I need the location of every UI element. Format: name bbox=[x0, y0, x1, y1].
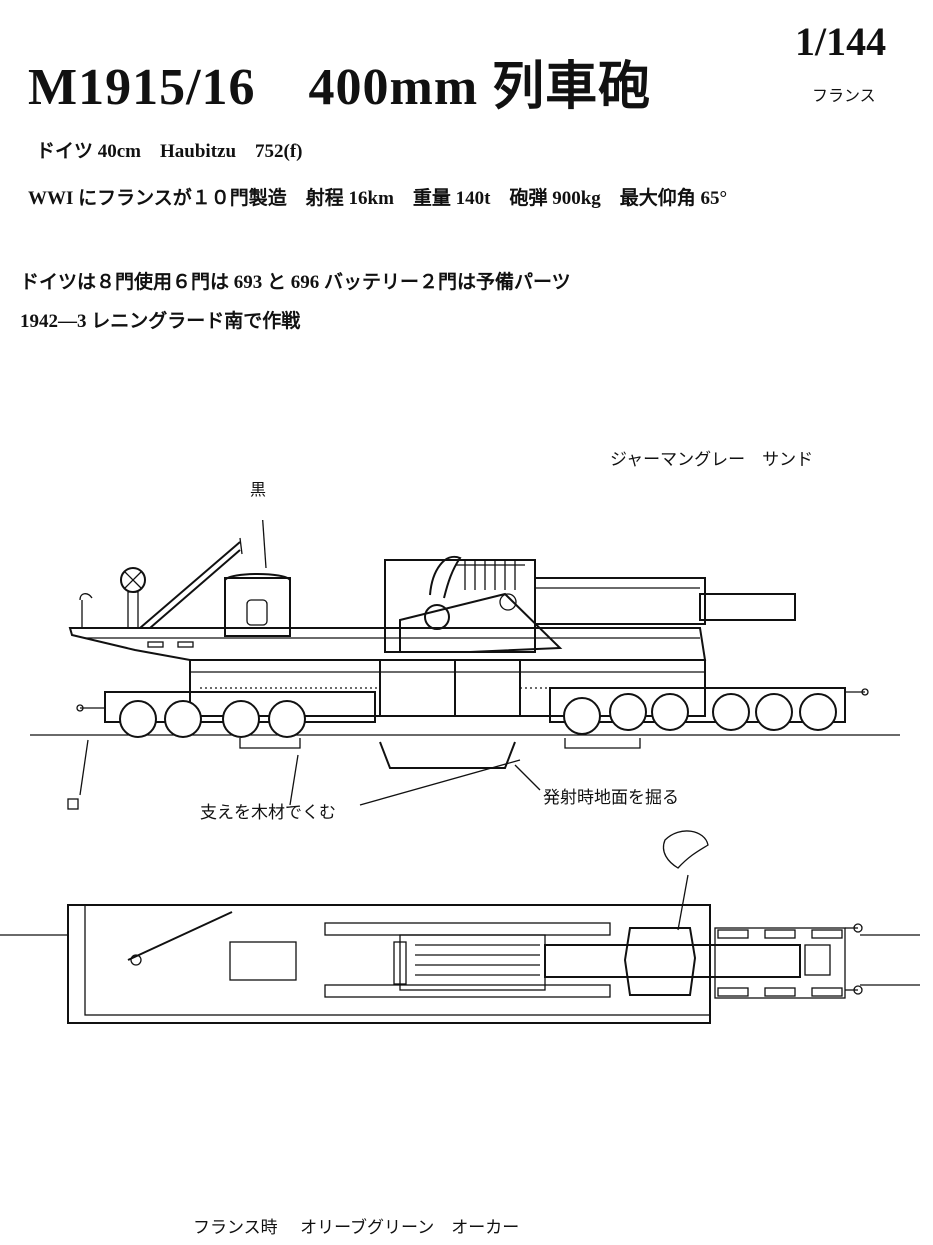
side-view-drawing bbox=[30, 520, 900, 810]
scale-label: 1/144 bbox=[795, 19, 887, 64]
history-line-usage: ドイツは８門使用６門は 693 と 696 バッテリー２門は予備パーツ bbox=[20, 272, 571, 293]
cabin bbox=[224, 573, 291, 637]
spec-line-stats: WWI にフランスが１０門製造 射程 16km 重量 140t 砲弾 900kg… bbox=[28, 188, 728, 209]
rear-bogies bbox=[714, 923, 863, 999]
gun-barrel bbox=[534, 577, 796, 625]
spec-line-designation: ドイツ 40cm Haubitzu 752(f) bbox=[36, 141, 303, 162]
timber-support-label: 支えを木材でくむ bbox=[200, 803, 336, 823]
german-color-note: ジャーマングレー サンド bbox=[610, 450, 814, 470]
gun-cradle bbox=[384, 555, 563, 653]
crane bbox=[120, 537, 243, 629]
deck-platform bbox=[68, 593, 707, 661]
top-view-drawing bbox=[0, 830, 920, 1024]
hull-details bbox=[127, 911, 831, 998]
wheels bbox=[119, 693, 837, 738]
french-color-note: フランス時 オリーブグリーン オーカー bbox=[193, 1218, 520, 1238]
track-lines bbox=[0, 934, 920, 986]
callout bbox=[662, 830, 709, 931]
country-label: フランス bbox=[812, 86, 876, 105]
ground-dig-label: 発射時地面を掘る bbox=[543, 788, 679, 808]
hull-outline bbox=[67, 904, 711, 1024]
black-color-label: 黒 bbox=[250, 480, 267, 499]
ground-supports bbox=[239, 738, 641, 769]
leader-lines bbox=[67, 520, 541, 810]
page-title: M1915/16 400mm 列車砲 bbox=[28, 59, 652, 116]
history-line-operation: 1942—3 レニングラード南で作戦 bbox=[20, 311, 301, 332]
